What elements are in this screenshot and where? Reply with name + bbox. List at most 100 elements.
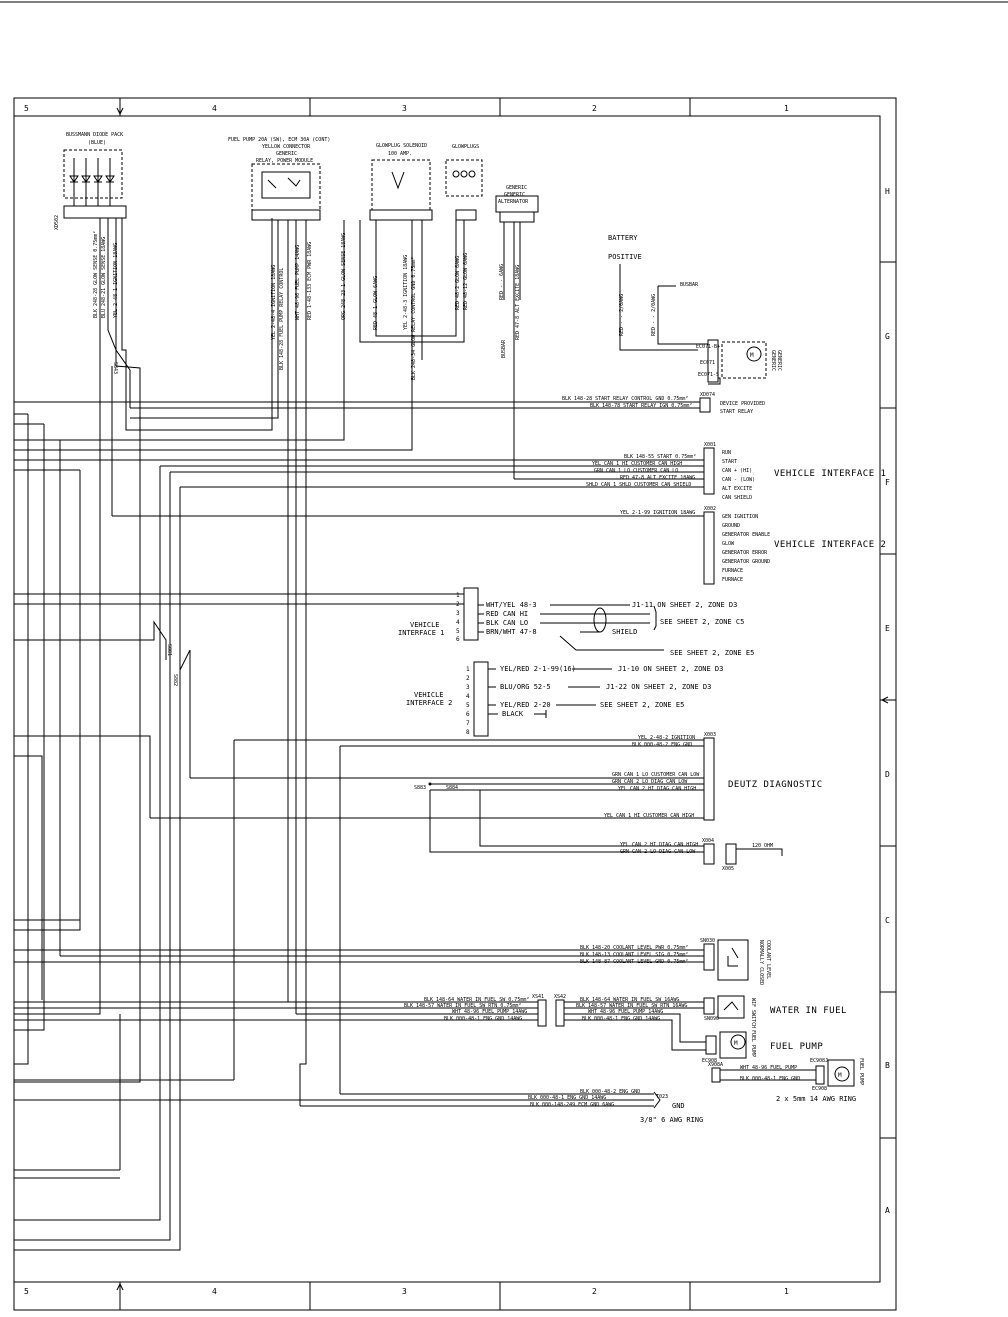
coolant-ref: SN030 — [700, 938, 715, 944]
row-label-b: B — [885, 1061, 890, 1070]
water-right-wire-2: BLK 148-57 WATER IN FUEL SW RTN 16AWG — [576, 1003, 687, 1009]
left-vi1-wire-2: RED CAN HI — [486, 610, 528, 618]
glow-wire-3: YEL 2-48-3 IGNITION 18AWG — [403, 255, 409, 330]
alternator-line2: GENERIC — [504, 192, 525, 198]
alternator-line1: GENERIC — [506, 185, 527, 191]
row-label-d: D — [885, 770, 890, 779]
bussmann-diode-pack: BUSSMANN DIODE PACK (BLUE) XD502 BLK 248… — [54, 132, 127, 318]
fuel-pump-motor-label: FUEL PUMP — [750, 1030, 756, 1057]
left-vi1-pin-1: 1 — [456, 592, 460, 599]
fuel-pump-title: FUEL PUMP — [770, 1042, 823, 1052]
row-label-f: F — [885, 478, 890, 487]
vi1-wire-1: BLK 148-55 START 0.75mm² — [624, 454, 696, 460]
alt-wire-1: RED - - 6AWG — [499, 264, 505, 300]
deutz-title: DEUTZ DIAGNOSTIC — [728, 780, 823, 790]
deutz-diagnostic-connector: X003 DEUTZ DIAGNOSTIC YEL 2-48-2 IGNITIO… — [150, 732, 823, 821]
bussmann-wire-1: BLK 248-28 GLOW SENSE 0.75mm² — [93, 231, 99, 318]
water-ref: SN090 — [704, 1016, 719, 1022]
start-relay-pin-2: START RELAY — [720, 409, 753, 415]
water-right-wire-4: BLK 000-48-1 ENG GND 14AWG — [582, 1016, 660, 1022]
glow-wire-6: RED 48-12 GLOW 6AWG — [463, 253, 469, 310]
svg-text:M: M — [750, 352, 754, 359]
fuel-pump-ref-right-2: EC908 — [812, 1086, 827, 1092]
vi1-wire-3: GRN CAN 1 LO CUSTOMER CAN LO — [594, 468, 678, 474]
left-vi2-wire-2: BLU/ORG 52-5 — [500, 683, 551, 691]
busbar-label-alt: BUSBAR — [501, 339, 507, 358]
svg-text:S843: S843 — [112, 362, 118, 374]
left-vi2-pin-8: 8 — [466, 729, 470, 736]
vi2-title: VEHICLE INTERFACE 2 — [774, 540, 886, 550]
left-vi2-ref-3: SEE SHEET 2, ZONE E5 — [600, 701, 684, 709]
left-vi2-ref-1: J1-10 ON SHEET 2, ZONE D3 — [618, 665, 723, 673]
left-vi1-pin-3: 3 — [456, 610, 460, 617]
left-vi2-pin-7: 7 — [466, 720, 470, 727]
glow-wire-5: RED 48-2 GLOW 6AWG — [455, 256, 461, 310]
row-label-g: G — [885, 332, 890, 341]
left-vi1-ref-2: SEE SHEET 2, ZONE C5 — [660, 618, 744, 626]
relay-wire-4: RED 1-48-133 ECM PWR 18AWG — [307, 242, 313, 320]
battery-wire-1: RED - - 2/0AWG — [619, 294, 625, 336]
harness-routing — [14, 218, 521, 1251]
vi2-ref: X002 — [704, 506, 716, 512]
resistor-ref: X004 — [702, 838, 714, 844]
relay-wire-3: WHT 48-96 FUEL PUMP 14AWG — [295, 245, 301, 320]
water-left-wire-3: WHT 48-96 FUEL PUMP 14AWG — [452, 1009, 527, 1015]
left-vi2-pin-6: 6 — [466, 711, 470, 718]
vi2-pin-1: GEN IGNITION — [722, 514, 758, 520]
vi2-pin-8: FURNACE — [722, 577, 743, 583]
deutz-wire-1: YEL 2-48-2 IGNITION — [638, 735, 695, 741]
drawing-border — [13, 97, 897, 1311]
svg-text:S881: S881 — [166, 644, 172, 656]
vi2-pin-5: GENERATOR ERROR — [722, 550, 768, 556]
fuel-pump-ref-2: X908A — [708, 1062, 723, 1068]
vi1-ref: X001 — [704, 442, 716, 448]
fuel-pump: EC908 M FUEL PUMP FUEL PUMP X908A WHT 48… — [702, 1030, 864, 1103]
left-vi1-wire-1: WHT/YEL 48-3 — [486, 601, 537, 609]
relay-wire-2: BLK 148-28 FUEL PUMP RELAY CONTROL — [279, 268, 285, 370]
row-label-e: E — [885, 624, 890, 633]
ground-wire-3: BLK 000-148-249 ECM GND 6AWG — [530, 1102, 614, 1108]
coolant-label-1: NORMALLY CLOSED — [758, 940, 764, 985]
left-vi1-title1: VEHICLE — [410, 621, 440, 629]
left-vi2-wire-3: YEL/RED 2-20 — [500, 701, 551, 709]
glow-solenoid-subtitle: 100 AMP. — [388, 151, 412, 157]
left-vi1-pin-6: 6 — [456, 636, 460, 643]
splice-xs42: XS42 — [554, 994, 566, 1000]
vi1-pin-2: START — [722, 459, 737, 465]
ground-wire-1: BLK 000-48-2 ENG GND — [580, 1089, 640, 1095]
vehicle-interface-2-connector: X002 VEHICLE INTERFACE 2 YEL 2-1-99 IGNI… — [112, 506, 886, 585]
water-left-wire-4: BLK 000-48-1 ENG GND 14AWG — [444, 1016, 522, 1022]
col-label-3-bottom: 3 — [402, 1287, 407, 1296]
col-label-4-bottom: 4 — [212, 1287, 217, 1296]
bussmann-title: BUSSMANN DIODE PACK — [66, 132, 123, 138]
relay-line3: GENERIC — [276, 151, 297, 157]
deutz-wire-3: GRN CAN 1 LO CUSTOMER CAN LOW — [612, 772, 700, 778]
resistor-label: 120 OHM — [752, 843, 773, 849]
battery-wire-2: RED - - 2/0AWG — [651, 294, 657, 336]
deutz-wire-6: YEL CAN 1 HI CUSTOMER CAN HIGH — [604, 813, 694, 819]
vi1-wire-2: YEL CAN 1 HI CUSTOMER CAN HIGH — [592, 461, 682, 467]
left-vi1-pin-5: 5 — [456, 628, 460, 635]
glowplugs-title: GLOWPLUGS — [452, 144, 479, 150]
water-left-wire-1: BLK 148-64 WATER IN FUEL SW 0.75mm² — [424, 997, 529, 1003]
vi1-wire-5: SHLD CAN 1 SHLD CUSTOMER CAN SHIELD — [586, 482, 691, 488]
water-right-wire-1: BLK 148-64 WATER IN FUEL SW 16AWG — [580, 997, 679, 1003]
left-vi2-pin-1: 1 — [466, 666, 470, 673]
glow-wire-4: BLK 248-34 GLOW RELAY CONTROL GND 0.75mm… — [411, 257, 417, 380]
vi2-pin-2: GROUND — [722, 523, 740, 529]
vi2-pin-6: GENERATOR GROUND — [722, 559, 770, 565]
glowplugs: GLOWPLUGS — [445, 144, 483, 221]
left-vehicle-interface-1: VEHICLE INTERFACE 1 1 2 3 4 5 6 WHT/YEL … — [398, 587, 754, 657]
vi2-pin-4: GLOW — [722, 541, 735, 547]
ground-wire-2: BLK 000-48-1 ENG GND 14AWG — [528, 1095, 606, 1101]
coolant-label-2: COOLANT LEVEL — [765, 940, 771, 979]
vehicle-interface-1-connector: X001 VEHICLE INTERFACE 1 BLK 148-55 STAR… — [14, 442, 886, 501]
water-in-fuel: XS41 XS42 BLK 148-64 WATER IN FUEL SW 0.… — [14, 994, 846, 1051]
terminating-resistor: X004 X005 120 OHM YEL CAN 2 HI DIAG CAN … — [429, 790, 783, 872]
row-label-h: H — [885, 187, 890, 196]
relay-line2: YELLOW CONNECTOR — [262, 144, 311, 150]
left-vi1-wire-3: BLK CAN LO — [486, 619, 528, 627]
start-relay-ref: XD074 — [700, 392, 715, 398]
fuel-pump-motor-label-2: FUEL PUMP — [858, 1058, 864, 1085]
